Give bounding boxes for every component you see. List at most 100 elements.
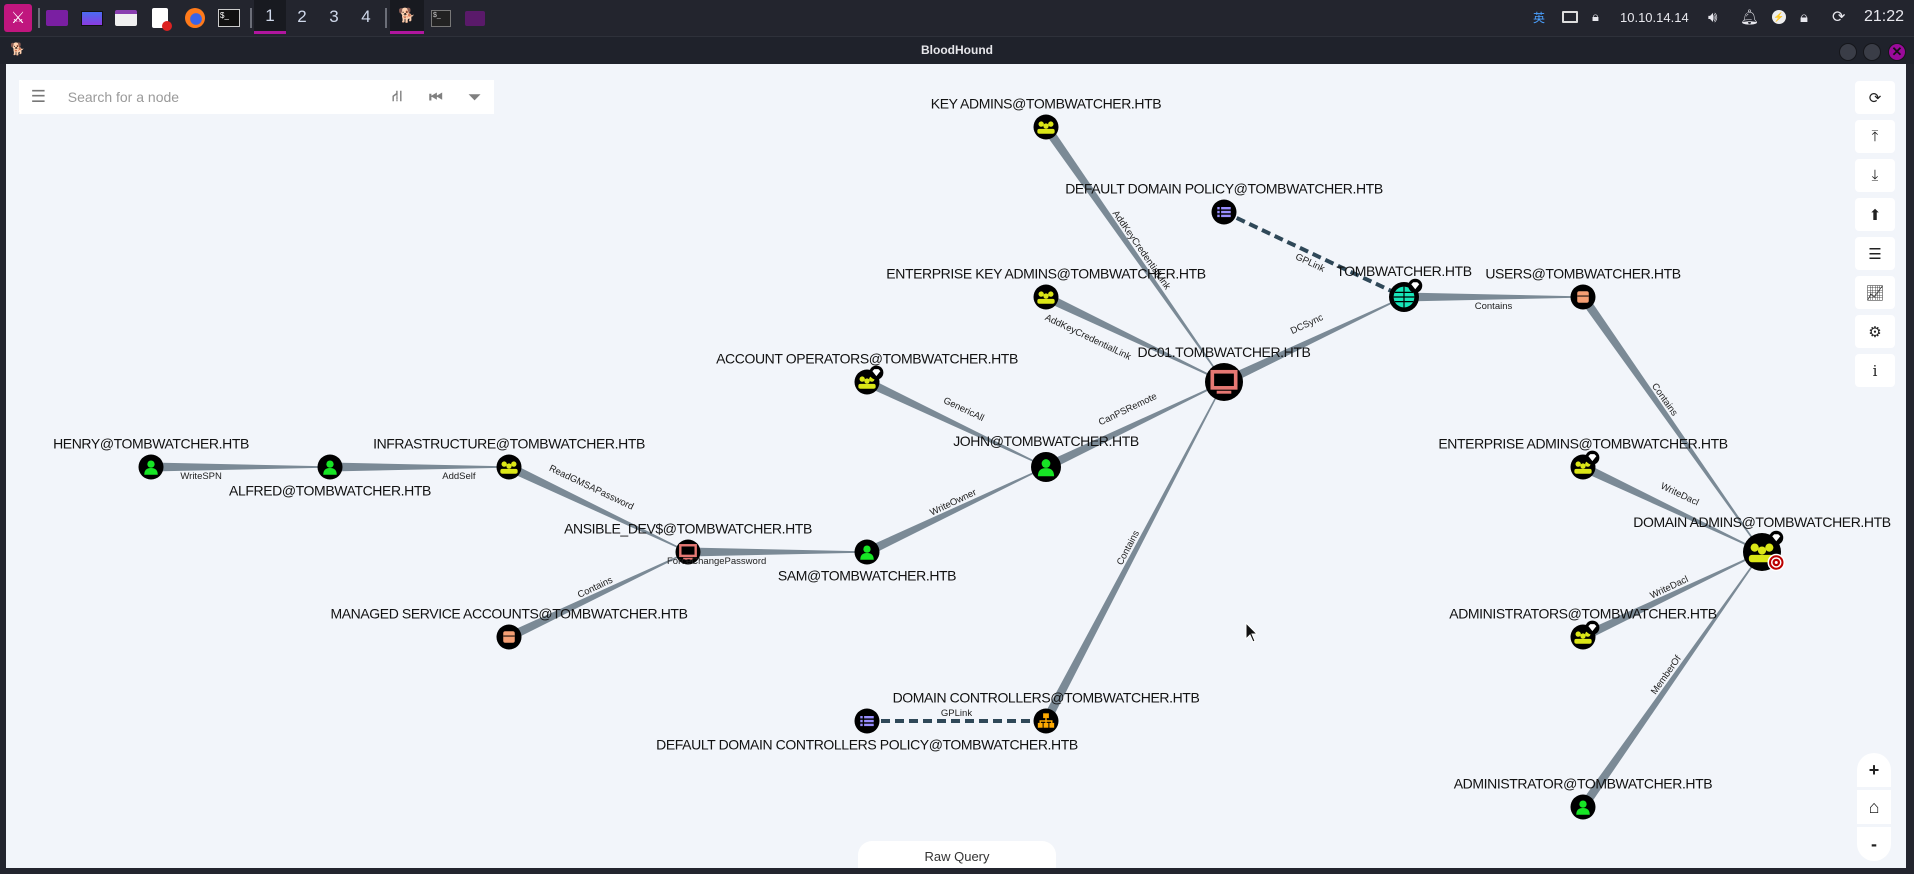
settings-button[interactable]: ⚙ bbox=[1855, 315, 1895, 348]
bloodhound-task-icon[interactable]: 🐕 bbox=[390, 0, 424, 34]
upload-button[interactable]: ⤒ bbox=[1855, 120, 1895, 153]
terminal-app-icon[interactable] bbox=[46, 10, 68, 26]
workspace-3[interactable]: 3 bbox=[329, 7, 339, 26]
edge-forcechangepassword[interactable] bbox=[688, 547, 867, 557]
download-button[interactable]: ⤓ bbox=[1855, 159, 1895, 192]
edge-readgmsapassword[interactable] bbox=[507, 462, 689, 553]
node-domain[interactable] bbox=[1389, 278, 1423, 312]
edge-gplink[interactable] bbox=[1223, 210, 1405, 299]
edge-writespn[interactable] bbox=[151, 462, 330, 472]
node-sam[interactable] bbox=[854, 539, 880, 565]
workspace-1[interactable]: 1 bbox=[254, 0, 286, 34]
edge-memberof[interactable] bbox=[1579, 551, 1763, 810]
node-ddcp[interactable] bbox=[854, 708, 880, 734]
menu-icon[interactable]: ☰ bbox=[30, 87, 46, 106]
back-icon[interactable]: ⏮ bbox=[429, 88, 443, 106]
lock-icon[interactable]: 🔒︎ bbox=[1800, 8, 1808, 26]
folder-task-icon[interactable] bbox=[465, 10, 485, 26]
minimize-button[interactable] bbox=[1839, 43, 1857, 61]
terminal-task-icon[interactable]: $_ bbox=[431, 9, 451, 27]
edge-line[interactable] bbox=[865, 466, 1047, 557]
node-infra[interactable] bbox=[496, 454, 522, 480]
filter-icon[interactable]: ⏷ bbox=[468, 88, 481, 106]
workspace-4[interactable]: 4 bbox=[361, 7, 371, 26]
edge-line[interactable] bbox=[1223, 210, 1405, 299]
queries-button[interactable]: ☰ bbox=[1855, 237, 1895, 270]
edge-contains[interactable] bbox=[507, 551, 689, 642]
ime-indicator[interactable]: 英 bbox=[1533, 10, 1546, 25]
node-admins[interactable] bbox=[1570, 620, 1600, 650]
edge-contains[interactable] bbox=[1404, 292, 1583, 302]
firefox-icon[interactable] bbox=[185, 8, 205, 28]
node-msa[interactable] bbox=[496, 624, 522, 650]
edge-line[interactable] bbox=[1042, 124, 1225, 383]
screenshot-app-icon[interactable] bbox=[81, 10, 103, 26]
node-dcs[interactable] bbox=[1033, 708, 1059, 734]
edge-line[interactable] bbox=[865, 377, 1047, 468]
edge-genericall[interactable] bbox=[865, 377, 1047, 468]
raw-query-button[interactable]: Raw Query bbox=[858, 841, 1056, 871]
terminal-icon[interactable]: $_ bbox=[218, 9, 240, 27]
node-eka[interactable] bbox=[1033, 284, 1059, 310]
edge-line[interactable] bbox=[1581, 551, 1763, 642]
node-users[interactable] bbox=[1570, 284, 1596, 310]
edge-line[interactable] bbox=[151, 462, 330, 472]
edge-line[interactable] bbox=[330, 462, 509, 472]
edge-writeowner[interactable] bbox=[865, 466, 1047, 557]
search-input[interactable] bbox=[67, 89, 378, 105]
node-alfred[interactable] bbox=[317, 454, 343, 480]
close-button[interactable]: ✕ bbox=[1888, 43, 1906, 61]
stats-button[interactable]: 📈︎ bbox=[1855, 276, 1895, 309]
vpn-icon[interactable]: 🔒︎ bbox=[1592, 9, 1599, 24]
import-button[interactable]: ⬆︎ bbox=[1855, 198, 1895, 231]
workspace-2[interactable]: 2 bbox=[297, 7, 307, 26]
edge-dcsync[interactable] bbox=[1222, 296, 1405, 387]
edge-line[interactable] bbox=[1042, 381, 1225, 724]
notifications-bell-icon[interactable]: 🔔︎ bbox=[1740, 9, 1760, 26]
edge-line[interactable] bbox=[507, 462, 689, 553]
edge-addkeycredentiallink[interactable] bbox=[1044, 292, 1225, 383]
refresh-button[interactable]: ⟳ bbox=[1855, 81, 1895, 114]
edge-line[interactable] bbox=[1579, 294, 1763, 553]
logout-icon[interactable]: ⟳ bbox=[1832, 9, 1846, 26]
node-da[interactable] bbox=[1743, 530, 1785, 572]
edge-line[interactable] bbox=[1581, 462, 1763, 553]
volume-icon[interactable]: 🔊︎ bbox=[1708, 8, 1718, 26]
node-john[interactable] bbox=[1031, 452, 1061, 482]
node-dc01[interactable] bbox=[1205, 363, 1243, 401]
edge-writedacl[interactable] bbox=[1581, 551, 1763, 642]
node-ddp[interactable] bbox=[1211, 199, 1237, 225]
network-icon[interactable] bbox=[1562, 0, 1578, 34]
edge-line[interactable] bbox=[507, 551, 689, 642]
edge-line[interactable] bbox=[1404, 292, 1583, 302]
node-henry[interactable] bbox=[138, 454, 164, 480]
zoom-in-button[interactable]: + bbox=[1857, 753, 1891, 787]
edge-line[interactable] bbox=[688, 547, 867, 557]
edge-line[interactable] bbox=[1044, 292, 1225, 383]
node-administrator[interactable] bbox=[1570, 794, 1596, 820]
file-manager-icon[interactable] bbox=[115, 10, 137, 26]
node-ka[interactable] bbox=[1033, 114, 1059, 140]
edge-canpsremote[interactable] bbox=[1044, 381, 1225, 472]
text-editor-icon[interactable] bbox=[152, 8, 172, 31]
edge-line[interactable] bbox=[1044, 381, 1225, 472]
info-button[interactable]: i bbox=[1855, 354, 1895, 387]
edge-contains[interactable] bbox=[1579, 294, 1763, 553]
pathfinding-icon[interactable]: ⛙ bbox=[391, 87, 403, 105]
edge-line[interactable] bbox=[1579, 551, 1763, 810]
node-acctops[interactable] bbox=[854, 365, 884, 395]
edge-writedacl[interactable] bbox=[1581, 462, 1763, 553]
power-icon[interactable]: ⚡ bbox=[1772, 10, 1786, 24]
node-ea[interactable] bbox=[1570, 450, 1600, 480]
node-label: ADMINISTRATOR@TOMBWATCHER.HTB bbox=[1454, 776, 1713, 792]
maximize-button[interactable] bbox=[1863, 43, 1881, 61]
edge-contains[interactable] bbox=[1042, 381, 1225, 724]
zoom-out-button[interactable]: - bbox=[1857, 827, 1891, 861]
home-button[interactable]: ⌂ bbox=[1857, 790, 1891, 824]
node-ansible[interactable] bbox=[675, 539, 701, 565]
kali-menu-icon[interactable]: ⚔ bbox=[4, 4, 32, 32]
edge-addself[interactable] bbox=[330, 462, 509, 472]
edge-line[interactable] bbox=[1222, 296, 1405, 387]
edge-addkeycredentiallink[interactable] bbox=[1042, 124, 1225, 383]
